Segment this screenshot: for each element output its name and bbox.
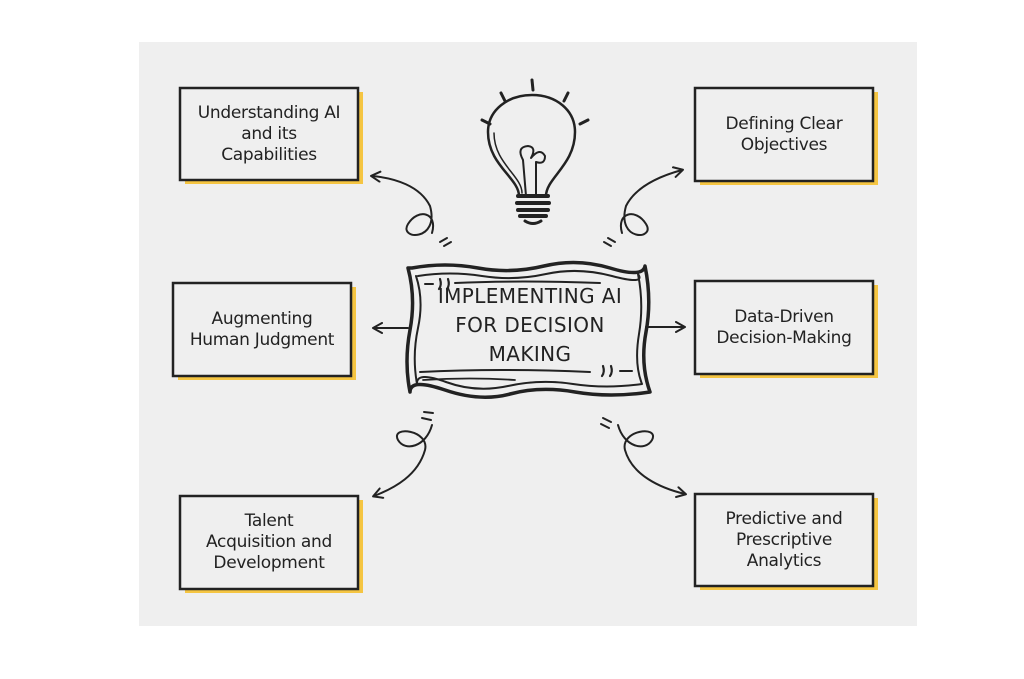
node-box-defining-objectives	[693, 86, 878, 185]
arrow-to-predictive-analytics	[617, 424, 687, 498]
node-box-augmenting-judgment	[171, 281, 356, 380]
node-defining-objectives: Defining Clear Objectives	[695, 88, 873, 181]
center-scroll-frame	[405, 260, 652, 399]
lightbulb-icon	[480, 78, 590, 225]
node-predictive-analytics: Predictive and Prescriptive Analytics	[695, 494, 873, 586]
node-label: Understanding AI and its Capabilities	[197, 102, 341, 165]
node-data-driven: Data-Driven Decision-Making	[695, 281, 873, 374]
node-box-talent-acquisition	[178, 494, 363, 593]
node-label: Predictive and Prescriptive Analytics	[725, 508, 843, 571]
node-box-data-driven	[693, 279, 878, 378]
arrow-to-understanding-ai	[370, 170, 435, 236]
node-talent-acquisition: Talent Acquisition and Development	[180, 496, 358, 589]
node-label: Defining Clear Objectives	[725, 113, 843, 155]
node-box-predictive-analytics	[693, 492, 878, 590]
node-box-understanding-ai	[178, 86, 363, 184]
connector-arrows	[370, 166, 687, 499]
node-label: Augmenting Human Judgment	[189, 308, 335, 350]
center-title: IMPLEMENTING AI FOR DECISION MAKING	[437, 284, 623, 366]
node-augmenting-judgment: Augmenting Human Judgment	[173, 283, 351, 376]
node-label: Data-Driven Decision-Making	[716, 306, 852, 348]
node-label: Talent Acquisition and Development	[206, 511, 332, 573]
arrow-to-talent-acquisition	[372, 424, 433, 499]
node-understanding-ai: Understanding AI and its Capabilities	[180, 88, 358, 180]
arrow-to-defining-objectives	[619, 166, 684, 236]
center-node: IMPLEMENTING AI FOR DECISION MAKING	[430, 282, 630, 369]
